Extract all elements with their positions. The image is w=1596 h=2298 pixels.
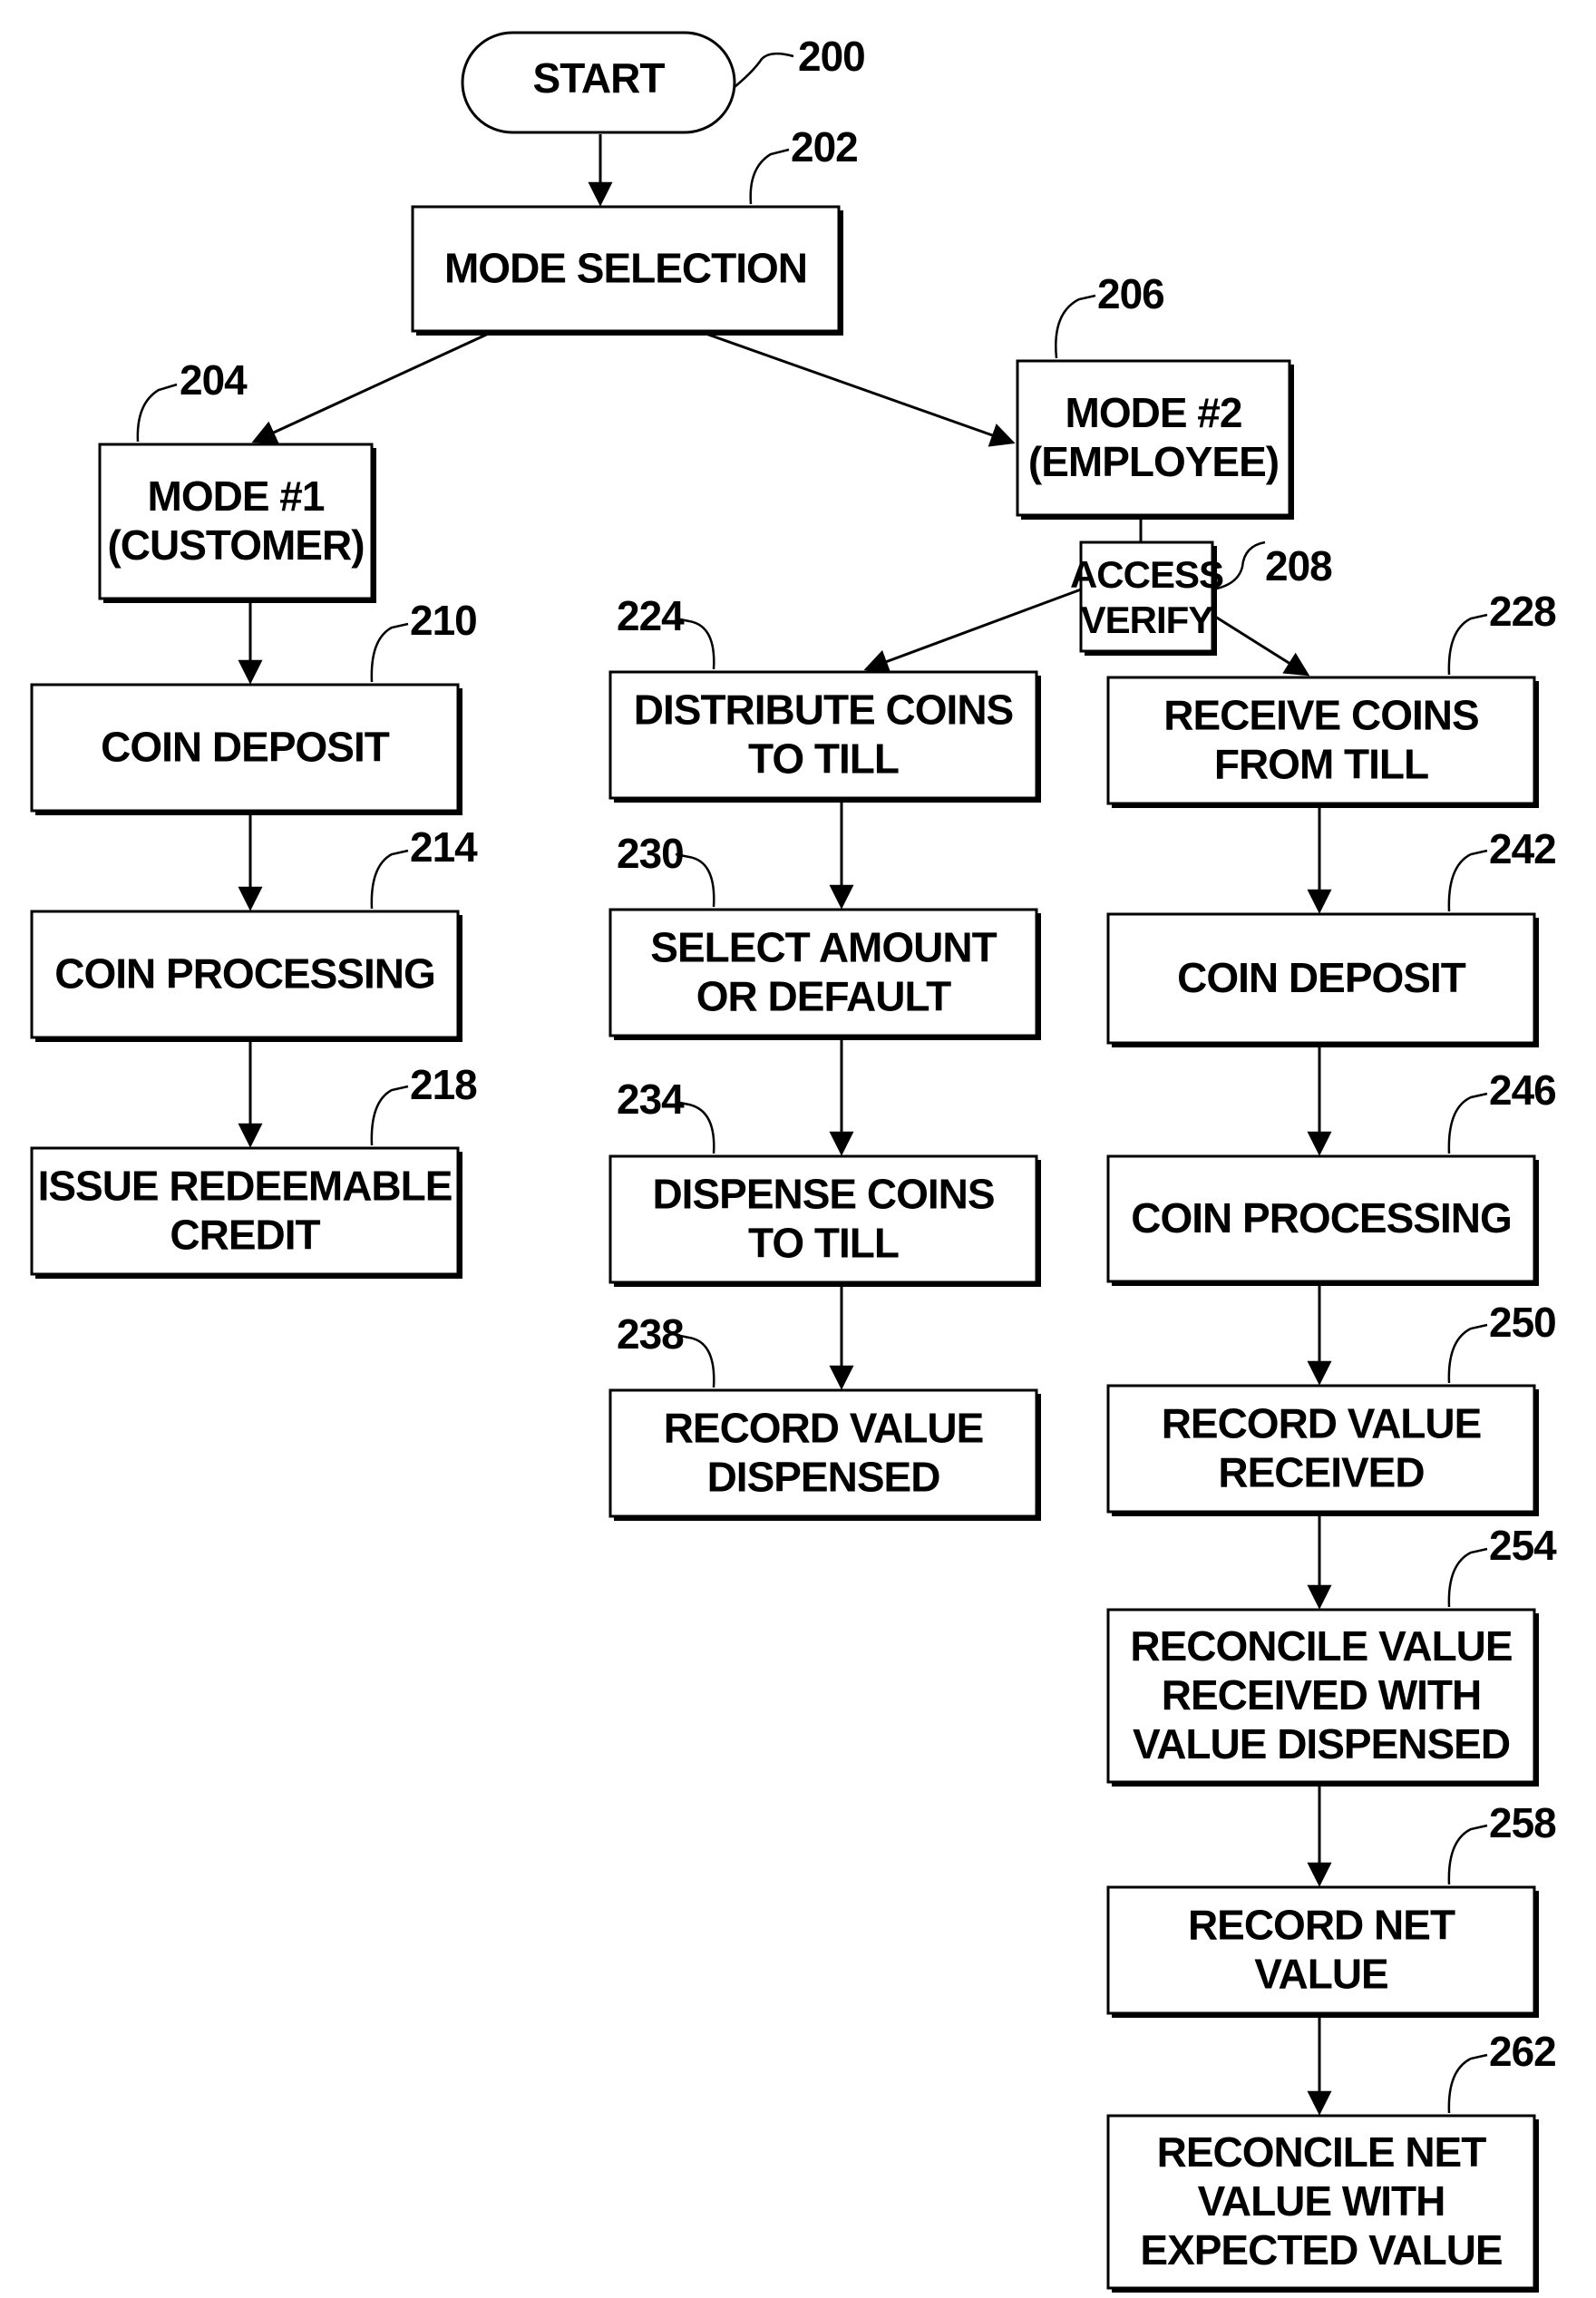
leader-202 xyxy=(751,150,789,204)
arrow-access-verify-to-distribute xyxy=(866,589,1081,669)
process-box-206: MODE #2(EMPLOYEE) xyxy=(1017,361,1292,518)
process-box-254: RECONCILE VALUERECEIVED WITHVALUE DISPEN… xyxy=(1108,1610,1537,1785)
ref-258: 258 xyxy=(1489,1799,1556,1846)
box-label-line: RECEIVED xyxy=(1218,1449,1424,1496)
process-box-238: RECORD VALUEDISPENSED xyxy=(610,1390,1039,1519)
ref-208: 208 xyxy=(1265,542,1332,589)
process-box-230: SELECT AMOUNTOR DEFAULT xyxy=(610,910,1039,1038)
leader-258 xyxy=(1449,1826,1487,1884)
process-boxes: MODE SELECTION MODE #1(CUSTOMER) MODE #2(E… xyxy=(32,207,1537,2291)
box-label-line: EXPECTED VALUE xyxy=(1140,2226,1502,2274)
box-label-line: MODE #2 xyxy=(1066,389,1242,436)
box-label-line: RECORD VALUE xyxy=(1162,1400,1482,1447)
box-label-line: RECEIVE COINS xyxy=(1163,692,1478,739)
leader-246 xyxy=(1449,1094,1487,1154)
process-box-214: COIN PROCESSING xyxy=(32,911,461,1040)
box-label-line: VERIFY xyxy=(1081,599,1214,641)
process-box-210: COIN DEPOSIT xyxy=(32,685,461,813)
box-label-line: SELECT AMOUNT xyxy=(650,924,997,971)
start-terminator: START xyxy=(462,33,735,132)
box-label-line: ISSUE REDEEMABLE xyxy=(38,1163,453,1210)
ref-246: 246 xyxy=(1489,1066,1556,1114)
box-label-line: RECEIVED WITH xyxy=(1162,1671,1481,1719)
box-label-line: VALUE xyxy=(1254,1951,1388,1998)
ref-206: 206 xyxy=(1097,270,1164,317)
box-label-line: (CUSTOMER) xyxy=(107,521,364,569)
box-label-line: COIN PROCESSING xyxy=(1131,1194,1512,1242)
leader-228 xyxy=(1449,615,1487,675)
leader-214 xyxy=(372,851,408,909)
leader-250 xyxy=(1449,1325,1487,1383)
process-box-202: MODE SELECTION xyxy=(413,207,842,334)
box-label-line: RECORD VALUE xyxy=(664,1405,984,1452)
process-box-242: COIN DEPOSIT xyxy=(1108,914,1537,1046)
ref-254: 254 xyxy=(1489,1522,1557,1569)
box-label-line: RECORD NET xyxy=(1188,1902,1455,1949)
box-label-line: COIN DEPOSIT xyxy=(101,724,390,771)
ref-224: 224 xyxy=(617,592,685,639)
ref-210: 210 xyxy=(410,597,477,644)
process-box-228: RECEIVE COINSFROM TILL xyxy=(1108,677,1537,806)
box-label-line: DISPENSED xyxy=(707,1454,940,1501)
box-label-line: CREDIT xyxy=(170,1212,320,1259)
process-box-262: RECONCILE NETVALUE WITHEXPECTED VALUE xyxy=(1108,2116,1537,2291)
leader-210 xyxy=(372,624,408,682)
ref-204: 204 xyxy=(180,356,248,404)
ref-202: 202 xyxy=(791,123,858,170)
box-label-line: RECONCILE VALUE xyxy=(1130,1622,1512,1670)
box-label-line: ACCESS xyxy=(1070,553,1223,596)
box-label-line: TO TILL xyxy=(748,735,899,783)
process-box-234: DISPENSE COINSTO TILL xyxy=(610,1156,1039,1285)
process-box-204: MODE #1(CUSTOMER) xyxy=(100,444,375,601)
process-box-250: RECORD VALUERECEIVED xyxy=(1108,1386,1537,1514)
box-label-line: TO TILL xyxy=(748,1220,899,1267)
ref-250: 250 xyxy=(1489,1299,1556,1346)
box-label-line: COIN PROCESSING xyxy=(54,950,435,998)
box-label-line: MODE SELECTION xyxy=(444,245,807,292)
ref-238: 238 xyxy=(617,1310,684,1358)
leader-206 xyxy=(1056,296,1095,358)
leader-254 xyxy=(1449,1549,1487,1607)
process-box-224: DISTRIBUTE COINSTO TILL xyxy=(610,672,1039,801)
box-label-line: RECONCILE NET xyxy=(1157,2128,1487,2176)
ref-234: 234 xyxy=(617,1076,685,1123)
box-label-line: DISPENSE COINS xyxy=(652,1171,994,1218)
process-box-246: COIN PROCESSING xyxy=(1108,1156,1537,1284)
leader-262 xyxy=(1449,2055,1487,2113)
box-label-line: VALUE WITH xyxy=(1198,2177,1445,2225)
box-label-line: DISTRIBUTE COINS xyxy=(634,686,1013,734)
arrow-mode-selection-to-mode2 xyxy=(698,331,1013,443)
box-label-line: OR DEFAULT xyxy=(696,973,951,1020)
box-label-line: COIN DEPOSIT xyxy=(1177,954,1466,1001)
leader-200 xyxy=(730,54,793,91)
process-box-208: ACCESSVERIFY xyxy=(1070,542,1223,654)
process-box-258: RECORD NETVALUE xyxy=(1108,1887,1537,2016)
ref-218: 218 xyxy=(410,1061,477,1108)
arrow-mode-selection-to-mode1 xyxy=(254,331,494,442)
leader-218 xyxy=(372,1086,408,1145)
box-label-line: VALUE DISPENSED xyxy=(1133,1720,1510,1767)
ref-242: 242 xyxy=(1489,825,1556,872)
ref-230: 230 xyxy=(617,830,684,877)
leader-204 xyxy=(138,385,177,442)
start-label: START xyxy=(533,54,666,102)
leader-242 xyxy=(1449,851,1487,911)
process-box-218: ISSUE REDEEMABLECREDIT xyxy=(32,1148,461,1277)
ref-200: 200 xyxy=(798,33,865,80)
box-label-line: MODE #1 xyxy=(148,472,325,520)
ref-262: 262 xyxy=(1489,2028,1556,2075)
ref-228: 228 xyxy=(1489,588,1556,635)
arrow-access-verify-to-receive xyxy=(1212,615,1308,675)
box-label-line: (EMPLOYEE) xyxy=(1028,438,1279,485)
ref-214: 214 xyxy=(410,823,478,871)
box-label-line: FROM TILL xyxy=(1214,741,1428,788)
